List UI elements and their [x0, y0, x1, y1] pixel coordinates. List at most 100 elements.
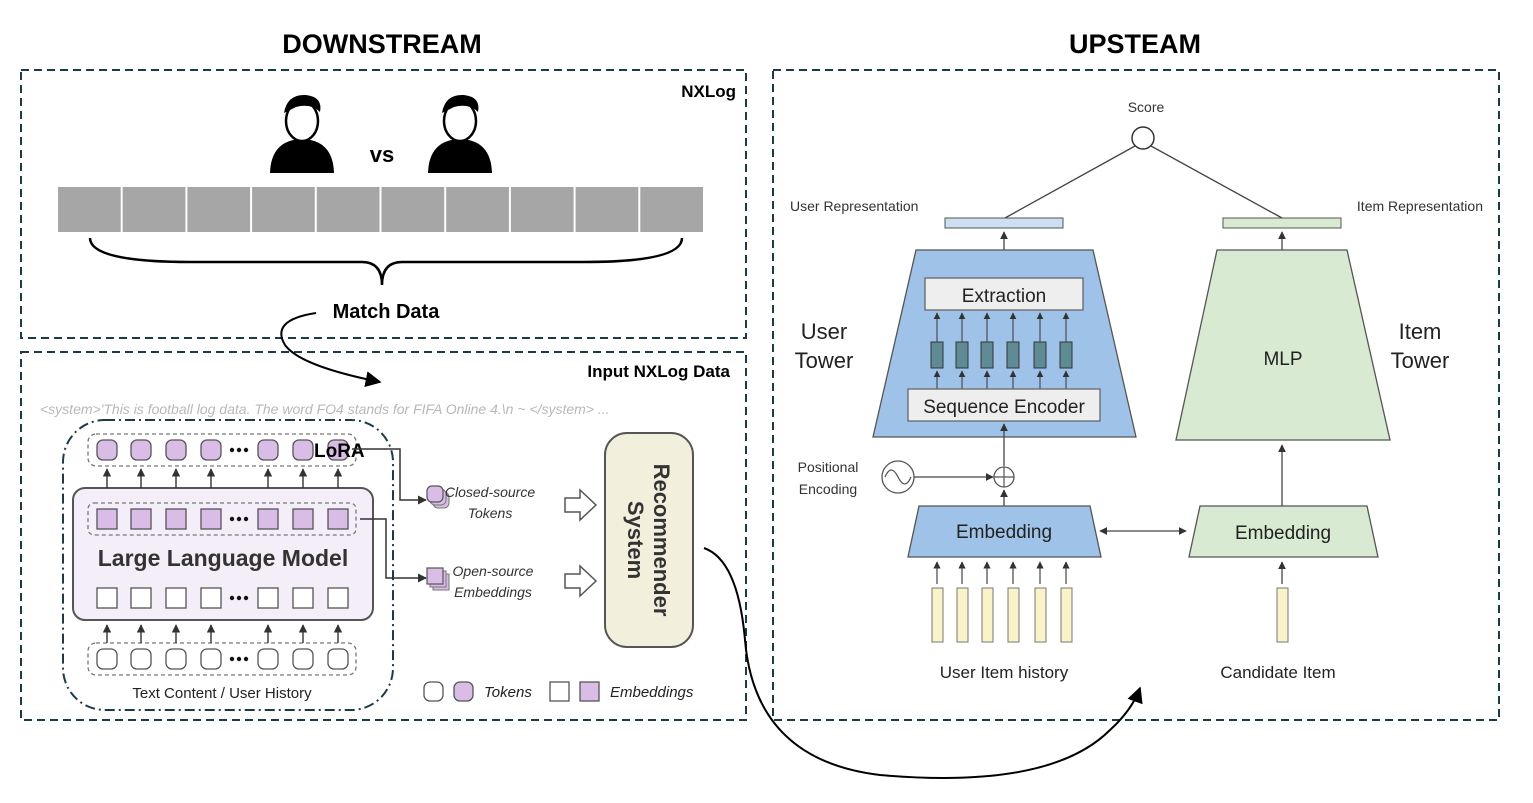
- embedding: [327, 508, 349, 530]
- user-tower-label-1: User: [801, 319, 847, 344]
- user-representation-bar: [944, 217, 1064, 229]
- token: [130, 439, 152, 461]
- embedding: [327, 587, 349, 609]
- embedding: [200, 508, 222, 530]
- recommender-system-box: [604, 432, 694, 648]
- token: [130, 648, 152, 670]
- input-nxlog-label: Input NXLog Data: [587, 362, 730, 381]
- item-score-line: [1150, 145, 1283, 219]
- embedding: [165, 508, 187, 530]
- recommender-label-2: System: [623, 501, 648, 579]
- token: [165, 439, 187, 461]
- lora-label: LoRA: [314, 441, 365, 462]
- output-tokens: [96, 439, 349, 461]
- ellipsis-dot: [243, 656, 249, 662]
- log-segment: [58, 187, 121, 232]
- sequence-encoder-label: Sequence Encoder: [923, 397, 1085, 418]
- history-item-bar: [1007, 587, 1020, 643]
- sequence-encoder-box: [907, 388, 1101, 422]
- log-segment: [575, 187, 639, 232]
- log-segment: [252, 187, 315, 232]
- llm-arrows: [102, 468, 343, 643]
- input-embeddings: [96, 587, 349, 609]
- closed-source-label-2: Tokens: [468, 505, 513, 521]
- lora-to-closed-arrow: [352, 448, 427, 505]
- ellipsis-dot: [229, 656, 235, 662]
- recommender-label-1: Recommender: [649, 464, 674, 617]
- item-embedding: [1188, 505, 1379, 558]
- token: [292, 648, 314, 670]
- user-item-history-label: User Item history: [940, 663, 1069, 682]
- input-token-row: [87, 642, 357, 676]
- legend-embeddings-label: Embeddings: [610, 684, 694, 701]
- embedding: [292, 508, 314, 530]
- legend-embedding-lora: [579, 681, 600, 702]
- sine-wave-icon: [881, 460, 915, 494]
- embedding: [130, 508, 152, 530]
- embedding: [96, 587, 118, 609]
- closed-source-token-icon: [426, 485, 450, 509]
- ellipsis-dot: [229, 595, 235, 601]
- open-source-label-2: Embeddings: [454, 584, 532, 600]
- ellipsis-dot: [243, 595, 249, 601]
- token: [327, 439, 349, 461]
- embedding: [292, 587, 314, 609]
- candidate-item-bar: [1276, 587, 1289, 643]
- input-nxlog-panel: [20, 351, 747, 721]
- llm-container: [62, 419, 394, 711]
- closed-source-label-1: Closed-source: [445, 484, 535, 500]
- embedding: [200, 587, 222, 609]
- log-segment: [510, 187, 574, 232]
- history-item-bar: [981, 587, 994, 643]
- token: [96, 439, 118, 461]
- log-segment: [122, 187, 186, 232]
- match-brace: [88, 237, 684, 286]
- embed-to-open-arrow: [360, 518, 427, 583]
- user-embedding: [907, 505, 1102, 558]
- match-data-label: Match Data: [333, 301, 441, 323]
- embedding: [165, 587, 187, 609]
- history-item-bar: [1034, 587, 1047, 643]
- ellipsis-dot: [229, 447, 235, 453]
- positional-label-1: Positional: [798, 459, 859, 475]
- encoder-cells: [930, 312, 1073, 389]
- player-left-icon: [270, 94, 334, 173]
- log-segment: [446, 187, 509, 232]
- token: [165, 648, 187, 670]
- log-segment: [381, 187, 445, 232]
- legend: Tokens Embeddings: [423, 681, 694, 702]
- token: [257, 648, 279, 670]
- downstream-to-upstream-arrow: [703, 547, 1143, 779]
- text-content-label: Text Content / User History: [132, 685, 312, 702]
- user-score-line: [1004, 145, 1136, 219]
- legend-embedding-blank: [549, 681, 570, 702]
- ellipsis-dot: [229, 516, 235, 522]
- ellipsis-dot: [236, 595, 242, 601]
- closed-hollow-arrow: [564, 488, 598, 522]
- vs-label: vs: [370, 142, 394, 167]
- mlp-label: MLP: [1263, 349, 1302, 370]
- extraction-label: Extraction: [962, 286, 1046, 307]
- item-tower-label-1: Item: [1399, 319, 1442, 344]
- ellipsis-dot: [236, 516, 242, 522]
- ellipsis-dot: [236, 656, 242, 662]
- upstream-heading: UPSTEAM: [1069, 29, 1201, 59]
- item-embedding-label: Embedding: [1235, 523, 1331, 544]
- open-source-label-1: Open-source: [453, 563, 534, 579]
- legend-tokens-label: Tokens: [484, 684, 532, 701]
- encoder-cell: [1059, 341, 1073, 369]
- token: [292, 439, 314, 461]
- token: [327, 648, 349, 670]
- embedding: [130, 587, 152, 609]
- embedding: [96, 508, 118, 530]
- positional-label-2: Encoding: [799, 481, 857, 497]
- llm-title: Large Language Model: [98, 545, 348, 571]
- player-right-icon: [428, 94, 492, 173]
- item-tower-label-2: Tower: [1391, 348, 1450, 373]
- open-hollow-arrow: [564, 564, 598, 598]
- score-label: Score: [1128, 99, 1165, 115]
- encoder-cell: [1033, 341, 1047, 369]
- log-bar: [58, 187, 703, 232]
- encoder-cell: [930, 341, 944, 369]
